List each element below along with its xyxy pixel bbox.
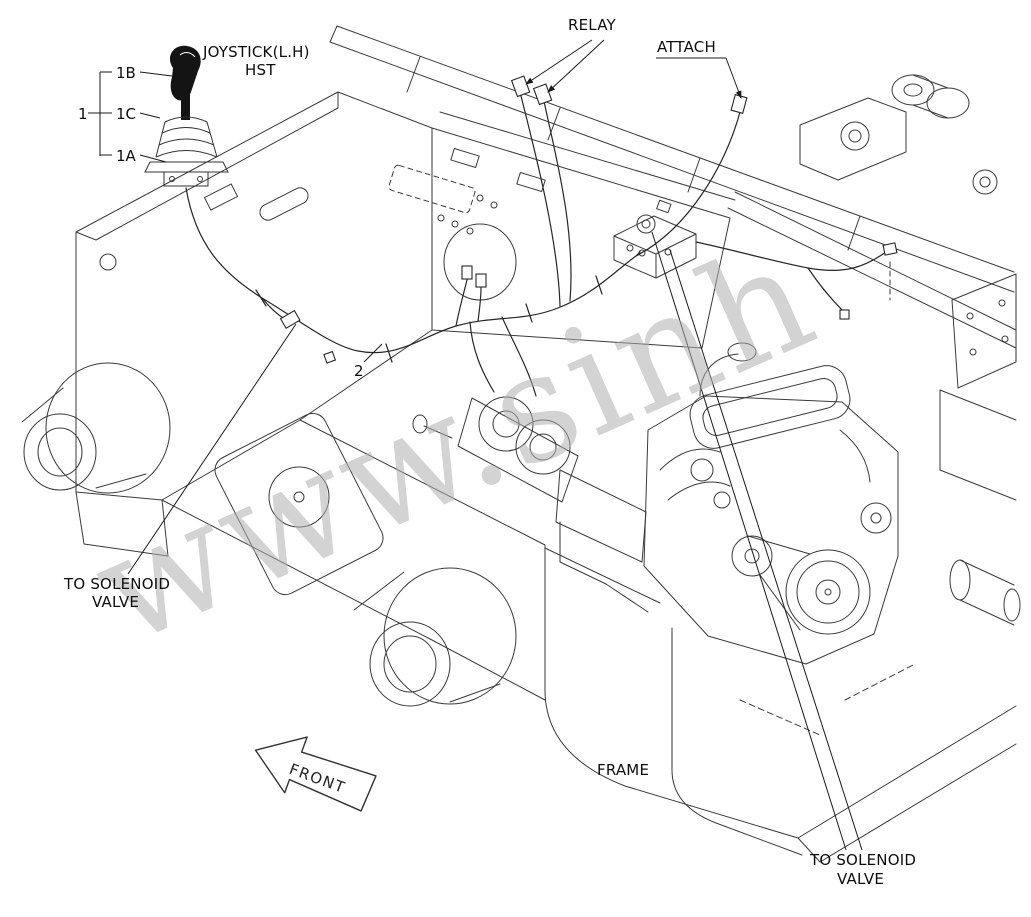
bottom-frame [161, 419, 1017, 863]
label-hst: HST [245, 61, 276, 79]
engine [555, 342, 899, 665]
front-direction-arrow [254, 736, 377, 812]
callout-1c: 1C [116, 105, 137, 123]
label-to-solenoid-valve-left-line1: TO SOLENOID [64, 575, 171, 593]
top-frame-rails [329, 25, 1015, 293]
callout-1: 1 [78, 105, 88, 123]
leader-lines [88, 39, 863, 851]
label-attach: ATTACH [657, 38, 716, 56]
label-joystick: JOYSTICK(L.H) [203, 43, 310, 61]
wheel-boss-front [21, 362, 171, 494]
callout-1a: 1A [116, 147, 136, 165]
rear-frame [727, 74, 1021, 626]
label-to-solenoid-valve-right-line2: VALVE [837, 870, 885, 888]
hydraulic-pump [412, 396, 579, 503]
left-side-panel [75, 91, 433, 596]
label-to-solenoid-valve-right-line1: TO SOLENOID [810, 851, 917, 869]
mid-deck [388, 111, 736, 349]
label-to-solenoid-valve-left-line2: VALVE [92, 593, 140, 611]
solenoid-valve-block [613, 199, 697, 279]
label-frame: FRAME [597, 761, 650, 779]
joystick [144, 45, 229, 187]
wheel-boss-rear [353, 567, 517, 707]
wiring-harness [185, 75, 898, 397]
callout-1b: 1B [116, 64, 136, 82]
label-relay: RELAY [568, 16, 616, 34]
callout-2: 2 [354, 362, 364, 380]
